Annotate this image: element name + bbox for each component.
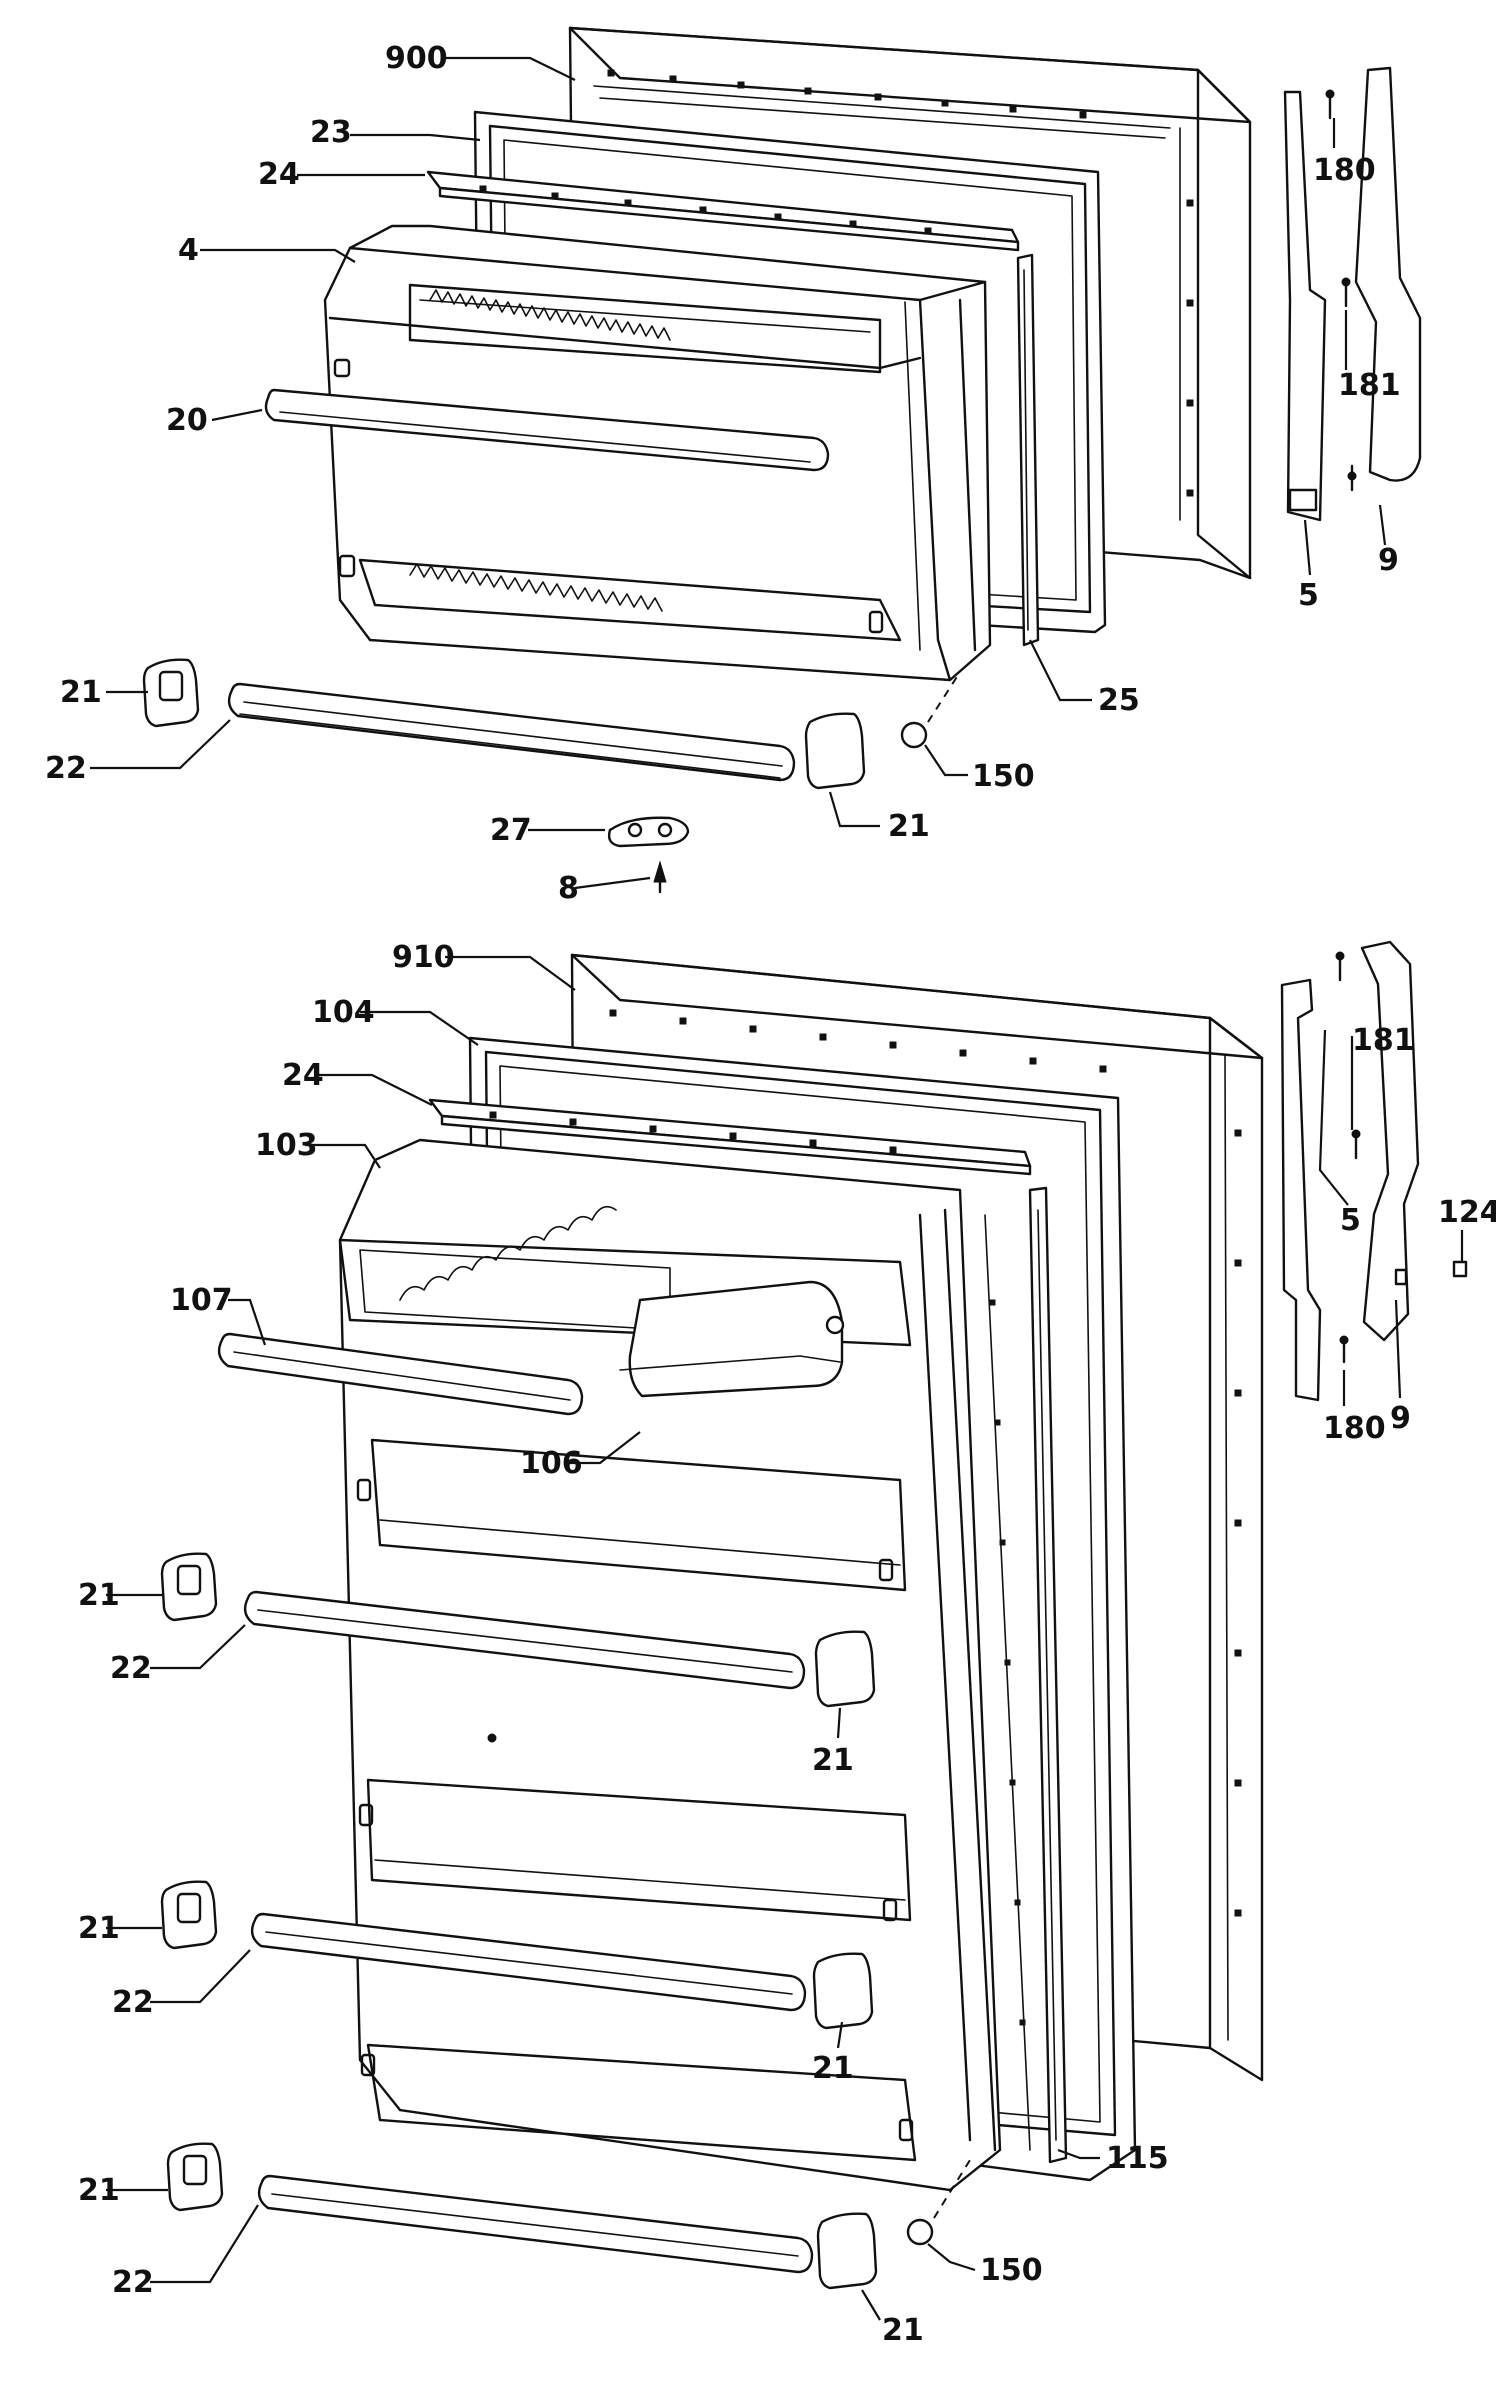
handle-9b [1360, 940, 1420, 1342]
callout-107: 107 [170, 1283, 233, 1318]
callout-9: 9 [1390, 1401, 1411, 1436]
hinge-plate-27 [607, 816, 690, 848]
hinge-strip-25 [1016, 253, 1040, 647]
callout-8: 8 [558, 871, 579, 906]
breaker-strip-24b [428, 1098, 1032, 1176]
callout-22: 22 [112, 2265, 154, 2300]
shelf-bar-20 [264, 388, 830, 472]
callout-4: 4 [178, 233, 199, 268]
shelf-bar-22b [250, 1912, 807, 2012]
callout-21: 21 [60, 675, 102, 710]
callout-115: 115 [1106, 2141, 1169, 2176]
screws-180-181 [1325, 89, 1357, 492]
callout-910: 910 [392, 940, 455, 975]
callout-22: 22 [112, 1985, 154, 2020]
callout-180: 180 [1313, 153, 1376, 188]
callout-21: 21 [882, 2313, 924, 2348]
clip-124 [1452, 1260, 1468, 1278]
callout-900: 900 [385, 41, 448, 76]
handle-9 [1354, 66, 1422, 482]
screws-180-181b [1335, 951, 1361, 1364]
breaker-strip-24 [426, 170, 1020, 252]
end-cap-21c [160, 1552, 218, 1622]
end-cap-21a [142, 658, 200, 728]
freezer-door-assembly [142, 26, 1422, 894]
callout-21: 21 [812, 2051, 854, 2086]
callout-150: 150 [972, 759, 1035, 794]
end-cap-21b [804, 712, 866, 790]
callout-5: 5 [1340, 1203, 1361, 1238]
callout-9: 9 [1378, 543, 1399, 578]
callout-21: 21 [78, 1911, 120, 1946]
shelf-bar-22c [257, 2174, 814, 2274]
callout-25: 25 [1098, 683, 1140, 718]
callout-22: 22 [110, 1651, 152, 1686]
callout-150: 150 [980, 2253, 1043, 2288]
callout-24: 24 [282, 1058, 324, 1093]
callout-20: 20 [166, 403, 208, 438]
callout-106: 106 [520, 1446, 583, 1481]
callout-21: 21 [78, 1578, 120, 1613]
hinge-bracket-5 [1283, 90, 1327, 522]
callout-181: 181 [1352, 1023, 1415, 1058]
fresh-food-door-assembly [160, 940, 1468, 2290]
end-cap-21h [816, 2212, 878, 2290]
leader-lines [90, 56, 1464, 2321]
callout-24: 24 [258, 157, 300, 192]
shelf-bar-22a [243, 1590, 806, 1690]
end-cap-21e [160, 1880, 218, 1950]
callout-181: 181 [1338, 368, 1401, 403]
callout-21: 21 [78, 2173, 120, 2208]
shelf-bar-22 [227, 682, 796, 782]
screw-150 [900, 671, 961, 749]
screw-150b [906, 2159, 971, 2246]
callout-124: 124 [1438, 1195, 1496, 1230]
shelf-bar-107 [217, 1332, 584, 1416]
callout-103: 103 [255, 1128, 318, 1163]
callout-21: 21 [812, 1743, 854, 1778]
hinge-bracket-5b [1280, 978, 1322, 1402]
end-cap-21f [812, 1952, 874, 2030]
callout-22: 22 [45, 751, 87, 786]
callout-180: 180 [1323, 1411, 1386, 1446]
callout-5: 5 [1298, 578, 1319, 613]
hinge-strip-115 [1028, 1186, 1068, 2164]
callouts: 900 23 24 4 20 21 22 21 150 25 27 8 180 … [45, 41, 1496, 2348]
callout-23: 23 [310, 115, 352, 150]
dairy-door-106 [619, 1280, 845, 1398]
screw-8 [653, 860, 667, 894]
end-cap-21g [166, 2142, 224, 2212]
callout-104: 104 [312, 995, 375, 1030]
end-cap-21d [814, 1630, 876, 1708]
callout-27: 27 [490, 813, 532, 848]
callout-21: 21 [888, 809, 930, 844]
